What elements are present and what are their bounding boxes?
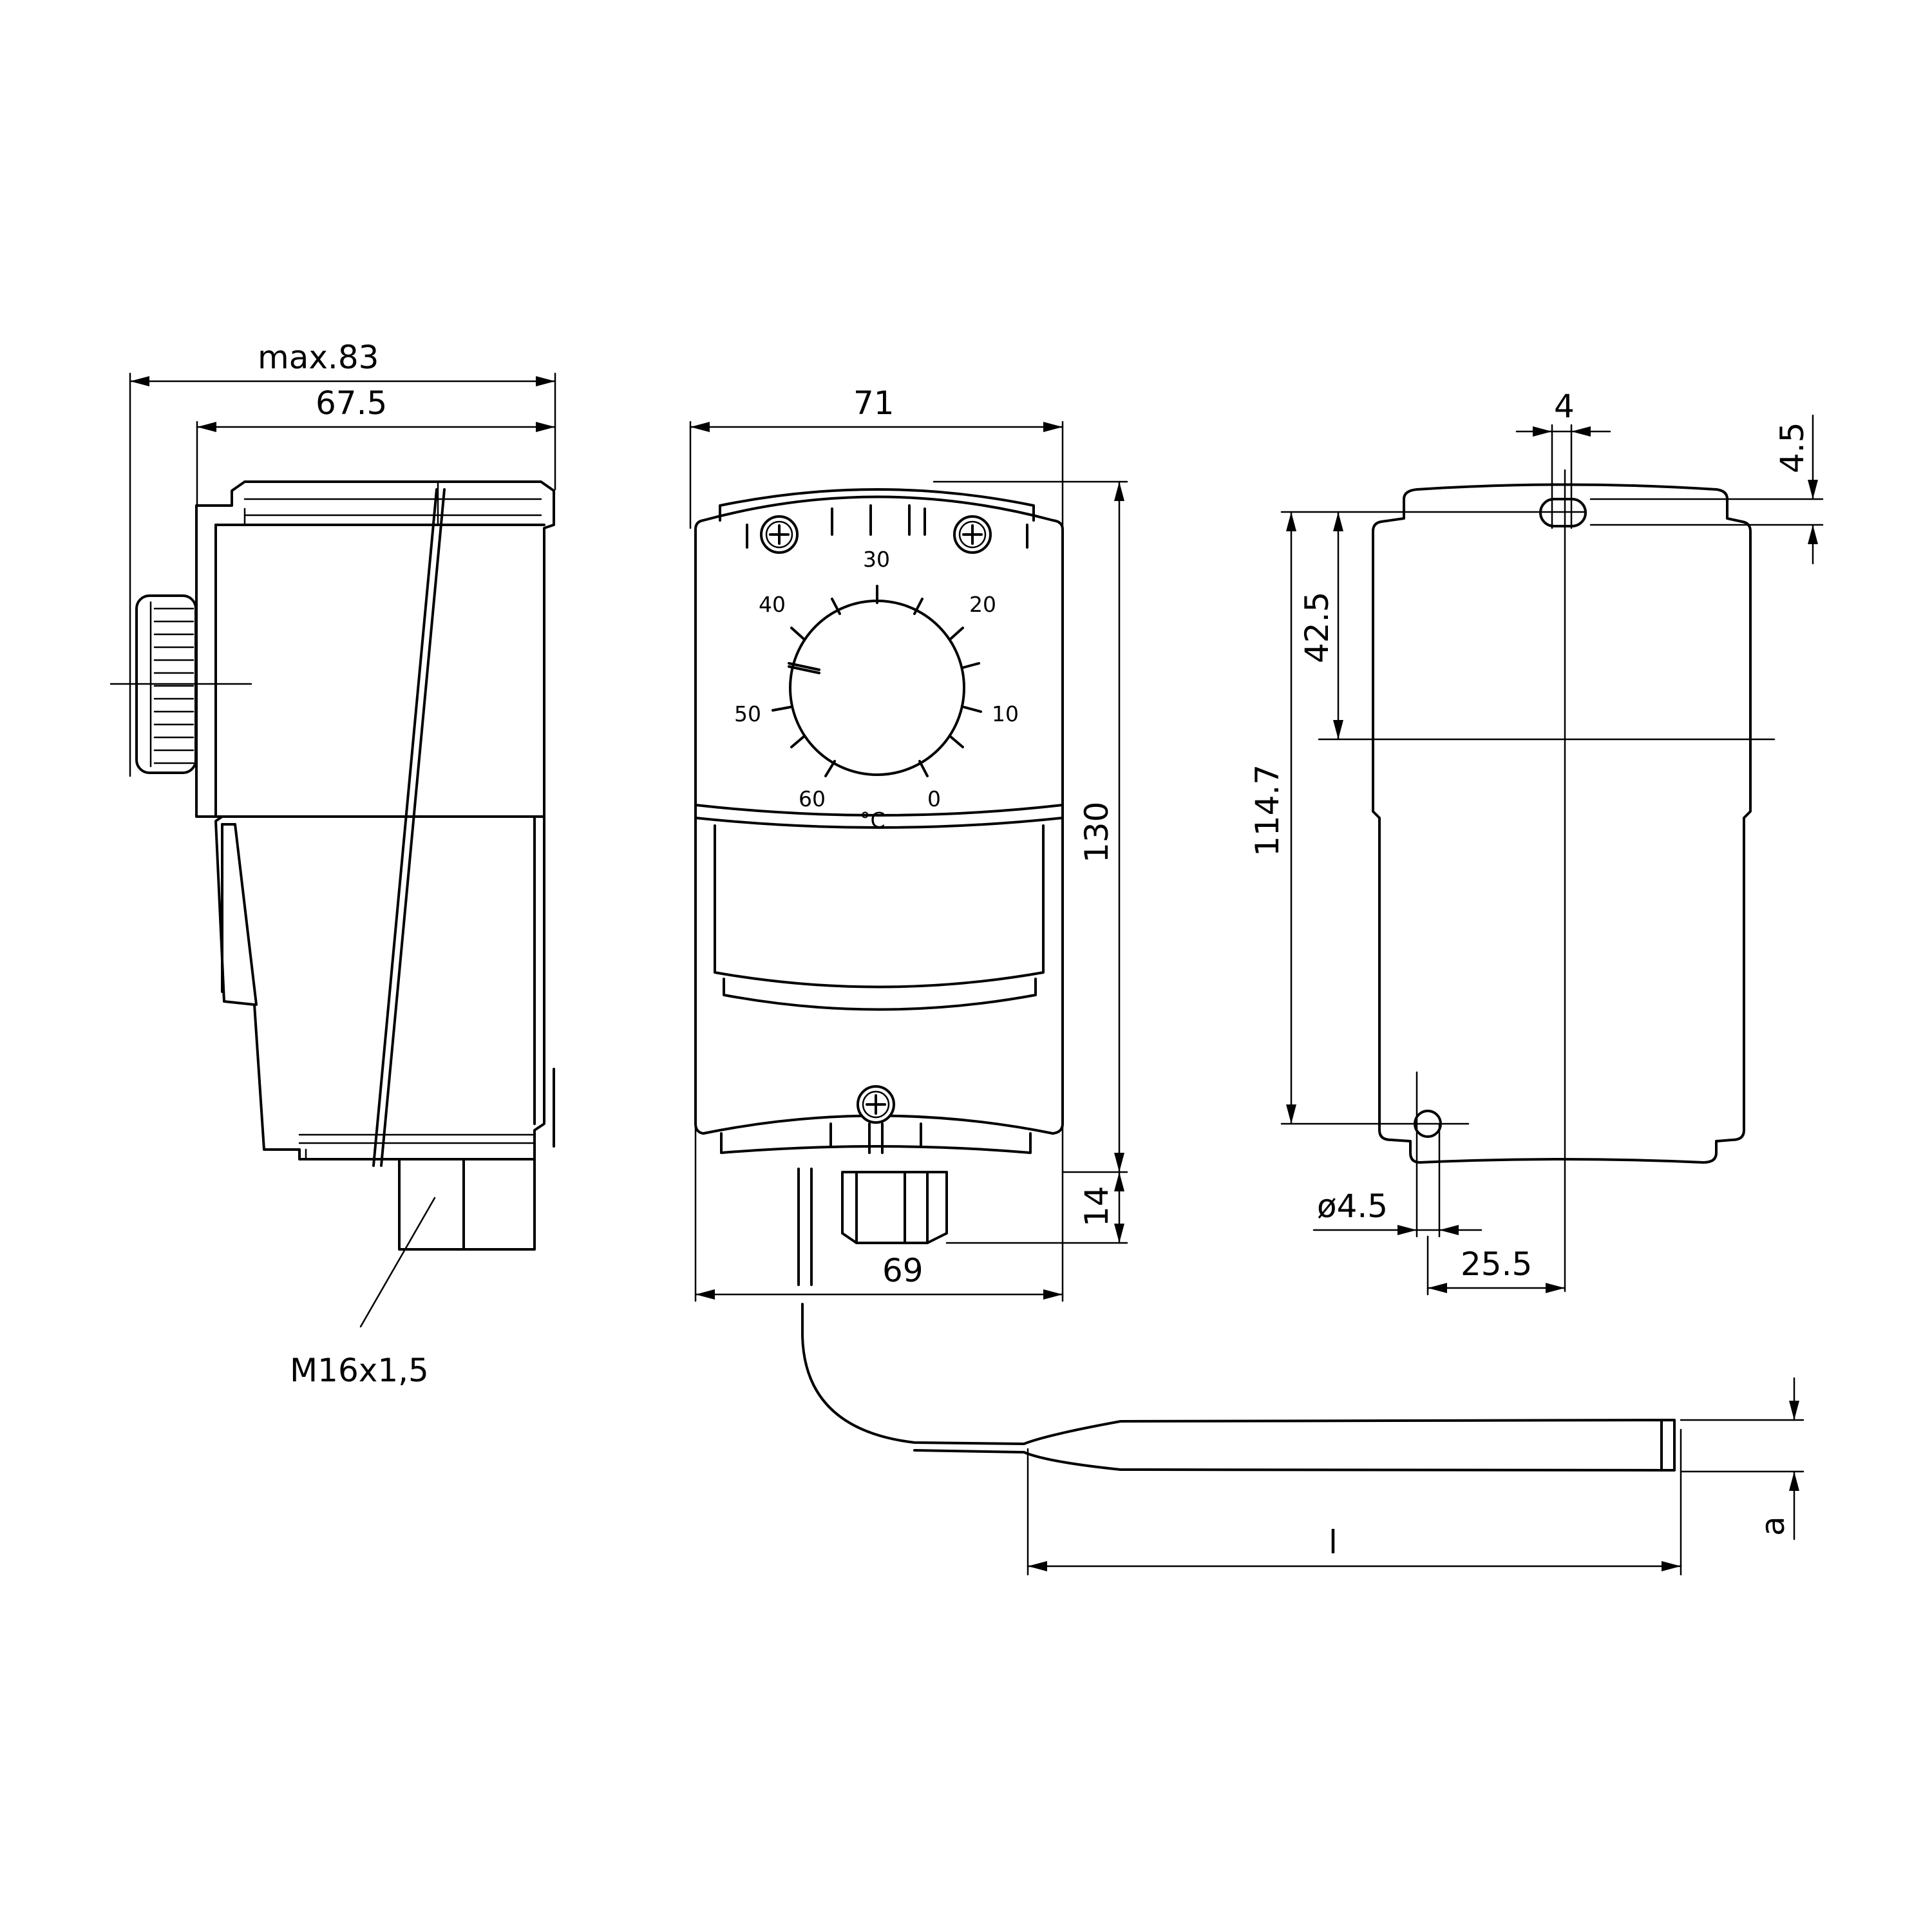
mounting-nut [797, 1168, 948, 1286]
upper-housing-side [195, 480, 555, 818]
dim-label-hole-diameter: ø4.5 [1317, 1188, 1388, 1225]
dial-tick [790, 735, 806, 748]
dim-label-114-7: 114.7 [1249, 764, 1286, 857]
back-housing [1372, 483, 1752, 1164]
front-view: 71 130 14 69 [689, 384, 1804, 1576]
dim-label-4-5: 4.5 [1774, 422, 1811, 473]
dimension-69: 69 [694, 1029, 1064, 1302]
dial-label-40: 40 [759, 592, 786, 617]
dial-label-60: 60 [799, 786, 826, 811]
dimension-a: a [1680, 1377, 1804, 1540]
dial-tick [772, 706, 791, 712]
dial-tick [918, 760, 929, 777]
dim-label-14: 14 [1078, 1186, 1115, 1227]
dimension-67-5: 67.5 [196, 384, 556, 507]
dim-label-l: l [1329, 1524, 1338, 1561]
dial-label-20: 20 [969, 592, 996, 617]
dial-tick [961, 662, 980, 669]
dial-tick [949, 627, 964, 641]
screw-bottom-icon [857, 1085, 895, 1124]
dim-label-max-83: max.83 [258, 339, 379, 376]
dimension-25-5: 25.5 [1426, 1235, 1566, 1296]
dial-tick [949, 735, 964, 748]
dial-label-50: 50 [734, 701, 761, 726]
screw-top-left-icon [760, 515, 799, 554]
dimension-42-5: 42.5 [1298, 511, 1586, 741]
temperature-dial: 30 20 10 0 40 50 60 °C [734, 547, 1019, 833]
dial-unit: °C [860, 808, 886, 833]
dial-tick [824, 760, 836, 777]
dimension-114-7: 114.7 [1249, 511, 1470, 1125]
knob-side [109, 594, 252, 774]
dial-label-0: 0 [927, 786, 941, 811]
dim-label-69: 69 [882, 1252, 923, 1289]
cable-gland [398, 1158, 536, 1251]
dimension-4-5: 4.5 [1589, 414, 1824, 565]
dimension-hole-diameter: ø4.5 [1312, 1071, 1482, 1238]
capillary-side [372, 488, 446, 1167]
capillary-probe [801, 1303, 1676, 1472]
dim-label-42-5: 42.5 [1298, 592, 1336, 663]
back-view: 4 4.5 42.5 114.7 [1249, 388, 1824, 1296]
dim-label-a: a [1754, 1516, 1792, 1536]
dim-label-130: 130 [1078, 802, 1115, 863]
dial-label-30: 30 [863, 547, 890, 572]
dim-label-4: 4 [1554, 388, 1575, 425]
dial-tick [831, 598, 841, 615]
dim-label-25-5: 25.5 [1461, 1245, 1532, 1283]
thread-leader [359, 1197, 436, 1328]
dimension-l: l [1027, 1428, 1682, 1576]
dimension-max-83: max.83 [129, 339, 556, 777]
dimension-130: 130 [933, 480, 1128, 1173]
side-view: max.83 67.5 [109, 339, 556, 1389]
dial-tick [913, 598, 923, 615]
dimension-14: 14 [945, 1171, 1128, 1244]
dial-label-10: 10 [992, 701, 1019, 726]
dimension-71: 71 [689, 384, 1064, 529]
dim-label-67-5: 67.5 [316, 384, 387, 422]
dial-tick [790, 627, 806, 641]
screw-top-right-icon [953, 515, 992, 554]
lower-housing-side [214, 815, 555, 1160]
dim-label-71: 71 [853, 384, 895, 422]
dial-tick [963, 706, 982, 713]
front-housing [694, 488, 1064, 1154]
dimension-4: 4 [1515, 388, 1611, 529]
thread-label: M16x1,5 [290, 1352, 429, 1389]
